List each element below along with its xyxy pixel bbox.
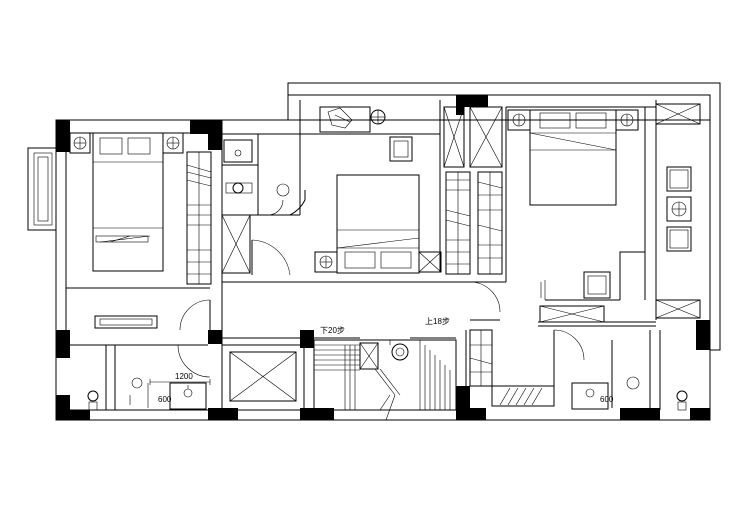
left-bedroom-door xyxy=(179,299,211,331)
right-chair xyxy=(583,271,611,299)
right-bedroom xyxy=(505,100,701,327)
left-shower xyxy=(129,377,143,405)
mid-chair xyxy=(389,136,413,162)
stair-up-label: 上18步 xyxy=(425,317,450,326)
mid-top-cabinet xyxy=(319,106,386,133)
wall-columns xyxy=(56,95,710,420)
middle-bedroom xyxy=(258,100,442,274)
left-bath-door xyxy=(177,344,211,378)
left-desk xyxy=(94,315,158,329)
mid-nightstand-1 xyxy=(314,251,338,273)
left-vanity xyxy=(169,382,207,410)
right-nightstand-1 xyxy=(507,109,531,131)
left-toilet xyxy=(87,390,99,411)
dim-600-left: 600 xyxy=(158,395,172,404)
right-wall-unit xyxy=(655,103,701,319)
left-balcony-window xyxy=(27,147,57,231)
staircase xyxy=(313,339,457,421)
central-corridor: 下20步 上18步 xyxy=(222,281,456,339)
right-toilet xyxy=(676,390,688,411)
left-wardrobe xyxy=(186,151,212,285)
left-bathroom: 1200 600 xyxy=(66,344,211,411)
left-bed xyxy=(92,132,164,272)
mid-nightstand-2 xyxy=(418,251,442,273)
right-bathroom: 600 xyxy=(465,329,688,411)
right-desk xyxy=(538,251,656,327)
right-bed xyxy=(529,109,617,206)
left-nightstand-1 xyxy=(69,132,91,154)
elevator-shaft xyxy=(221,337,305,411)
mid-closet xyxy=(221,120,301,345)
left-bedroom xyxy=(65,132,212,331)
left-bath-dims: 1200 600 xyxy=(147,372,211,408)
stair-down-label: 下20步 xyxy=(320,326,345,335)
right-vanity: 600 xyxy=(571,382,614,410)
central-wardrobes xyxy=(443,106,506,321)
left-nightstand-2 xyxy=(162,132,184,154)
outer-outline xyxy=(55,82,721,421)
dim-600-right: 600 xyxy=(600,395,614,404)
dim-1200: 1200 xyxy=(175,372,193,381)
mid-bed xyxy=(336,174,420,274)
right-nightstand-2 xyxy=(615,109,639,131)
